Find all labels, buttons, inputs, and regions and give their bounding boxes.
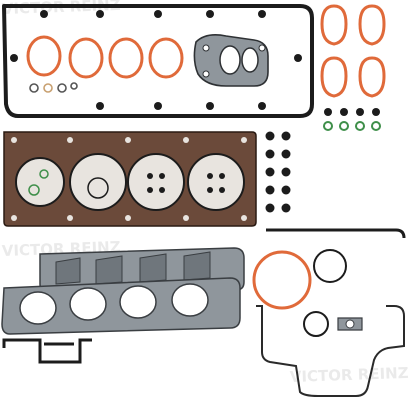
oil-pan-seals: [252, 228, 406, 310]
valve-stem-seals: [265, 108, 381, 213]
intake-seals-orange: [320, 4, 386, 98]
valve-cover-gasket: [2, 4, 314, 118]
oil-pan-seals: [2, 338, 92, 364]
timing-cover-gasket: [256, 305, 405, 397]
cylinder-head-gasket: [3, 131, 257, 227]
spark-plug-seals: [26, 35, 184, 79]
watermark-bottom: VICTOR REINZ: [290, 364, 409, 386]
exhaust-manifold-gasket: [1, 277, 241, 335]
exhaust-port-gasket-plate: [193, 34, 269, 87]
o-rings: [337, 317, 363, 331]
o-rings: [29, 82, 78, 93]
